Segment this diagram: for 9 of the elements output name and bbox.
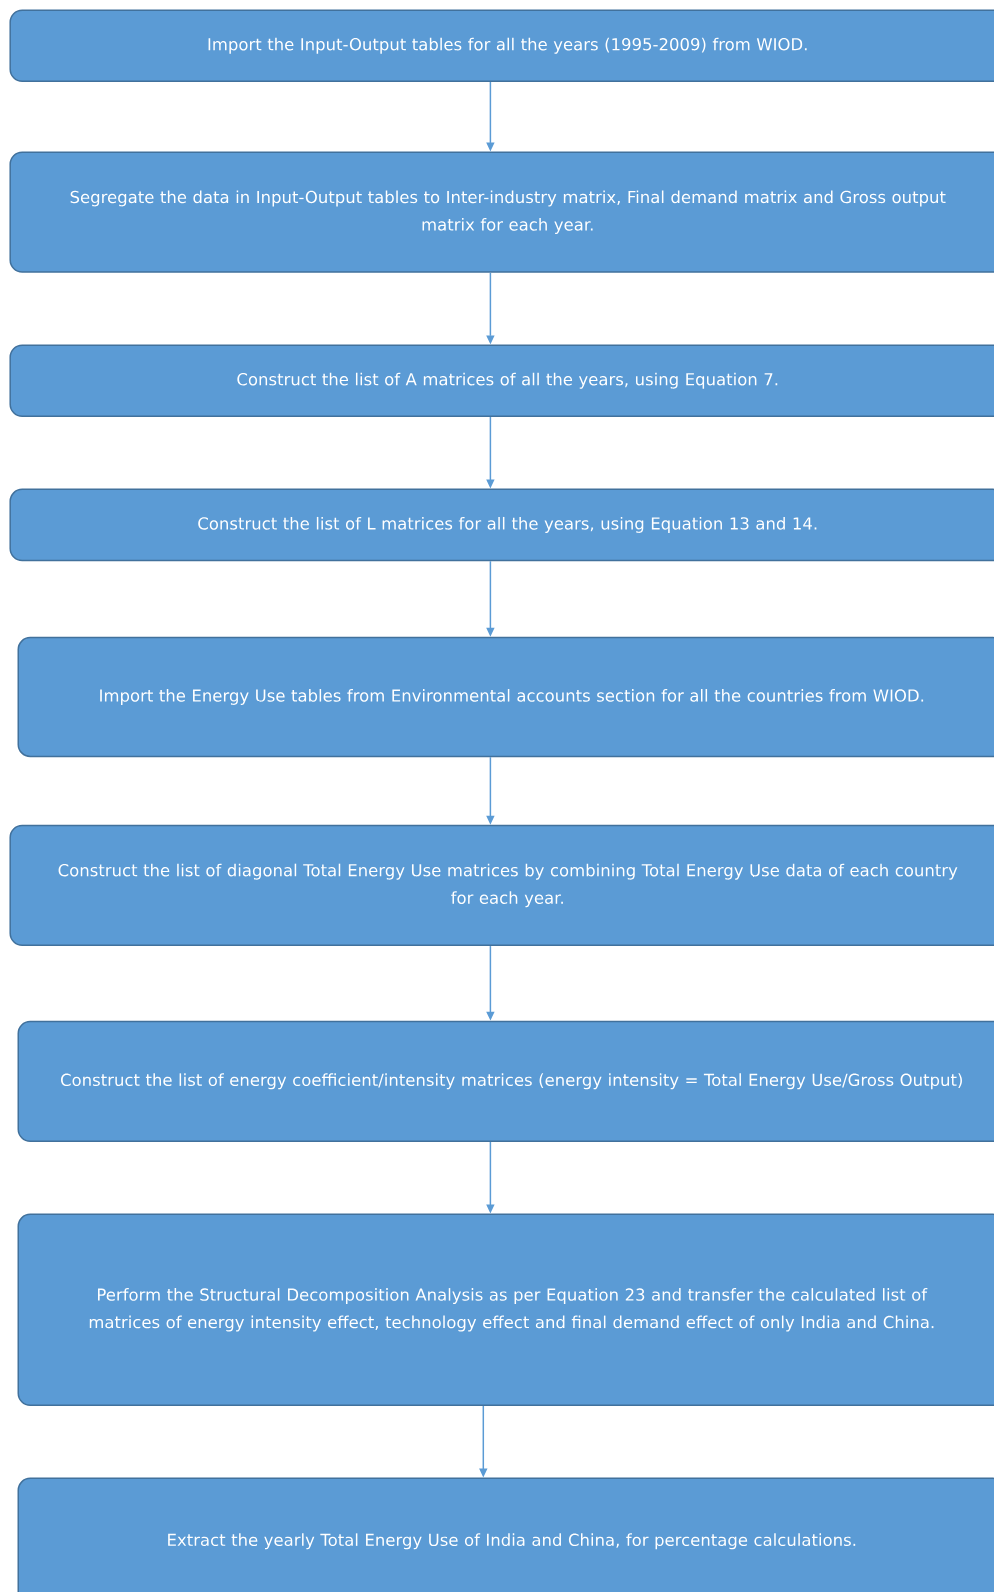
process-box: Construct the list of energy coefficient/intensity matrices (energy intensity = Total Energy Use/Gross Output) xyxy=(17,1020,994,1142)
process-box: Extract the yearly Total Energy Use of India and China, for percentage calculations. xyxy=(17,1477,994,1592)
process-box: Segregate the data in Input-Output tables to Inter-industry matrix, Final demand matrix and Gross output matrix for each year. xyxy=(9,151,994,273)
process-box: Import the Input-Output tables for all the years (1995-2009) from WIOD. xyxy=(9,9,994,82)
process-box: Construct the list of A matrices of all the years, using Equation 7. xyxy=(9,344,994,417)
process-box: Import the Energy Use tables from Environmental accounts section for all the countries from WIOD. xyxy=(17,636,994,758)
process-box: Construct the list of diagonal Total Energy Use matrices by combining Total Energy Use data of each country for each year. xyxy=(9,824,994,947)
process-box: Perform the Structural Decomposition Analysis as per Equation 23 and transfer the calculated list of matrices of energy intensity effect, technology effect and final demand effect of only India and China. xyxy=(17,1213,994,1406)
process-box: Construct the list of L matrices for all the years, using Equation 13 and 14. xyxy=(9,488,994,562)
